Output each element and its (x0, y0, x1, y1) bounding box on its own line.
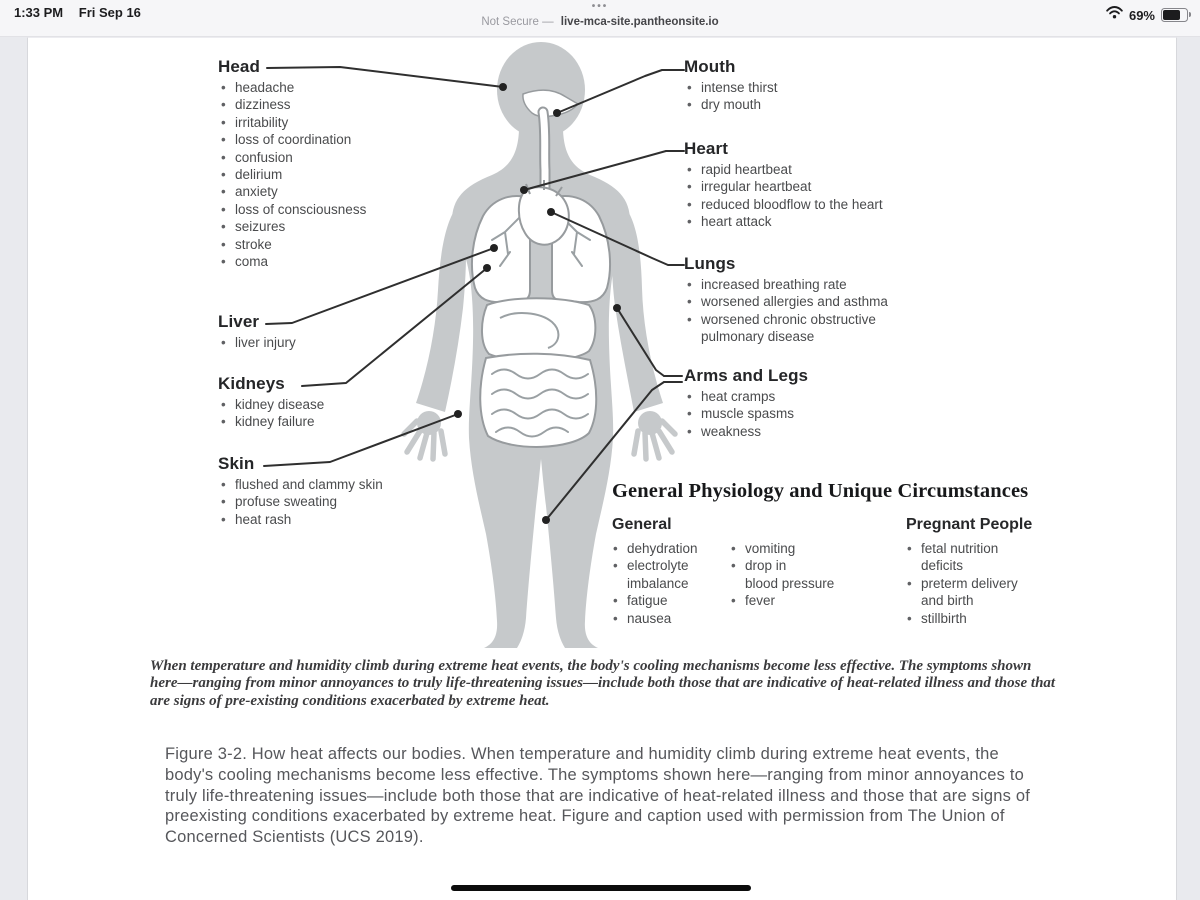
symptom-item: stroke (218, 236, 448, 254)
region-arms-legs: Arms and Legs heat crampsmuscle spasmswe… (684, 366, 904, 441)
symptom-list: flushed and clammy skinprofuse sweatingh… (218, 476, 448, 529)
symptom-item: headache (218, 79, 448, 97)
region-mouth: Mouth intense thirstdry mouth (684, 57, 904, 114)
symptom-item: loss of consciousness (218, 201, 448, 219)
symptom-item: dizziness (218, 96, 448, 114)
region-label: Kidneys (218, 374, 285, 393)
tab-overview-indicator[interactable]: ••• (591, 1, 609, 12)
symptom-item: profuse sweating (218, 493, 448, 511)
region-heart: Heart rapid heartbeatirregular heartbeat… (684, 139, 944, 231)
symptom-item: intense thirst (684, 79, 904, 97)
symptom-list: headachedizzinessirritabilityloss of coo… (218, 79, 448, 271)
region-label: Arms and Legs (684, 366, 809, 385)
symptom-item: delirium (218, 166, 448, 184)
not-secure-label: Not Secure — (481, 16, 554, 28)
bottom-divider (451, 885, 751, 891)
symptom-item: dry mouth (684, 96, 904, 114)
status-date: Fri Sep 16 (78, 5, 141, 20)
symptom-list: increased breathing rateworsened allergi… (684, 276, 944, 346)
region-head: Head headachedizzinessirritabilityloss o… (218, 57, 448, 271)
symptom-item: muscle spasms (684, 405, 904, 423)
symptom-item: seizures (218, 218, 448, 236)
region-label: Liver (218, 312, 260, 331)
region-liver: Liver liver injury (218, 312, 418, 352)
region-kidneys: Kidneys kidney diseasekidney failure (218, 374, 418, 431)
status-bar: 1:33 PM Fri Sep 16 ••• Not Secure — live… (0, 0, 1200, 37)
symptom-item: nausea (610, 610, 728, 628)
address-bar-area: ••• Not Secure — live-mca-site.pantheons… (0, 2, 1200, 30)
region-label: Head (218, 57, 260, 76)
pregnant-list: fetal nutrition deficitspreterm delivery… (904, 540, 1069, 627)
symptom-item: flushed and clammy skin (218, 476, 448, 494)
status-right: 69% (1106, 6, 1191, 24)
symptom-item: fetal nutrition deficits (904, 540, 1069, 575)
address-bar[interactable]: Not Secure — live-mca-site.pantheonsite.… (0, 15, 1200, 30)
symptom-list: heat crampsmuscle spasmsweakness (684, 388, 904, 441)
symptom-item: coma (218, 253, 448, 271)
symptom-item: loss of coordination (218, 131, 448, 149)
symptom-item: worsened chronic obstructive pulmonary d… (684, 311, 944, 346)
symptom-item: rapid heartbeat (684, 161, 944, 179)
battery-icon (1161, 8, 1191, 22)
symptom-item: vomiting (728, 540, 868, 558)
symptom-item: stillbirth (904, 610, 1069, 628)
symptom-item: heat rash (218, 511, 448, 529)
region-label: Mouth (684, 57, 736, 76)
symptom-item: worsened allergies and asthma (684, 293, 944, 311)
symptom-item: preterm delivery and birth (904, 575, 1069, 610)
pregnant-heading: Pregnant People (906, 516, 1033, 533)
symptom-item: electrolyte imbalance (610, 557, 728, 592)
symptom-item: reduced bloodflow to the heart (684, 196, 944, 214)
symptom-item: irregular heartbeat (684, 178, 944, 196)
symptom-item: kidney failure (218, 413, 418, 431)
symptom-list: liver injury (218, 334, 418, 352)
symptom-item: heart attack (684, 213, 944, 231)
symptom-list: kidney diseasekidney failure (218, 396, 418, 431)
symptom-item: kidney disease (218, 396, 418, 414)
region-lungs: Lungs increased breathing rateworsened a… (684, 254, 944, 346)
clock: 1:33 PM (14, 5, 64, 20)
region-label: Lungs (684, 254, 736, 273)
symptom-item: anxiety (218, 183, 448, 201)
figure-inline-caption: When temperature and humidity climb duri… (150, 658, 1056, 709)
region-label: Heart (684, 139, 728, 158)
symptom-item: fever (728, 592, 868, 610)
region-label: Skin (218, 454, 255, 473)
region-skin: Skin flushed and clammy skinprofuse swea… (218, 454, 448, 529)
general-list-col2: vomitingdrop in blood pressurefever (728, 540, 868, 610)
symptom-list: intense thirstdry mouth (684, 79, 904, 114)
symptom-item: weakness (684, 423, 904, 441)
general-heading: General (612, 516, 672, 533)
symptom-item: increased breathing rate (684, 276, 944, 294)
symptom-item: irritability (218, 114, 448, 132)
symptom-item: fatigue (610, 592, 728, 610)
symptom-item: confusion (218, 149, 448, 167)
symptom-item: liver injury (218, 334, 418, 352)
url-text: live-mca-site.pantheonsite.io (560, 16, 719, 28)
symptom-list: rapid heartbeatirregular heartbeatreduce… (684, 161, 944, 231)
section-title: General Physiology and Unique Circumstan… (612, 480, 1029, 502)
battery-percent: 69% (1128, 7, 1155, 23)
status-left: 1:33 PM Fri Sep 16 (14, 5, 141, 20)
symptom-item: heat cramps (684, 388, 904, 406)
figure-caption: Figure 3-2. How heat affects our bodies.… (165, 745, 1031, 847)
symptom-item: dehydration (610, 540, 728, 558)
symptom-item: drop in blood pressure (728, 557, 868, 592)
wifi-icon (1106, 6, 1123, 24)
general-list-col1: dehydrationelectrolyte imbalancefatiguen… (610, 540, 728, 627)
